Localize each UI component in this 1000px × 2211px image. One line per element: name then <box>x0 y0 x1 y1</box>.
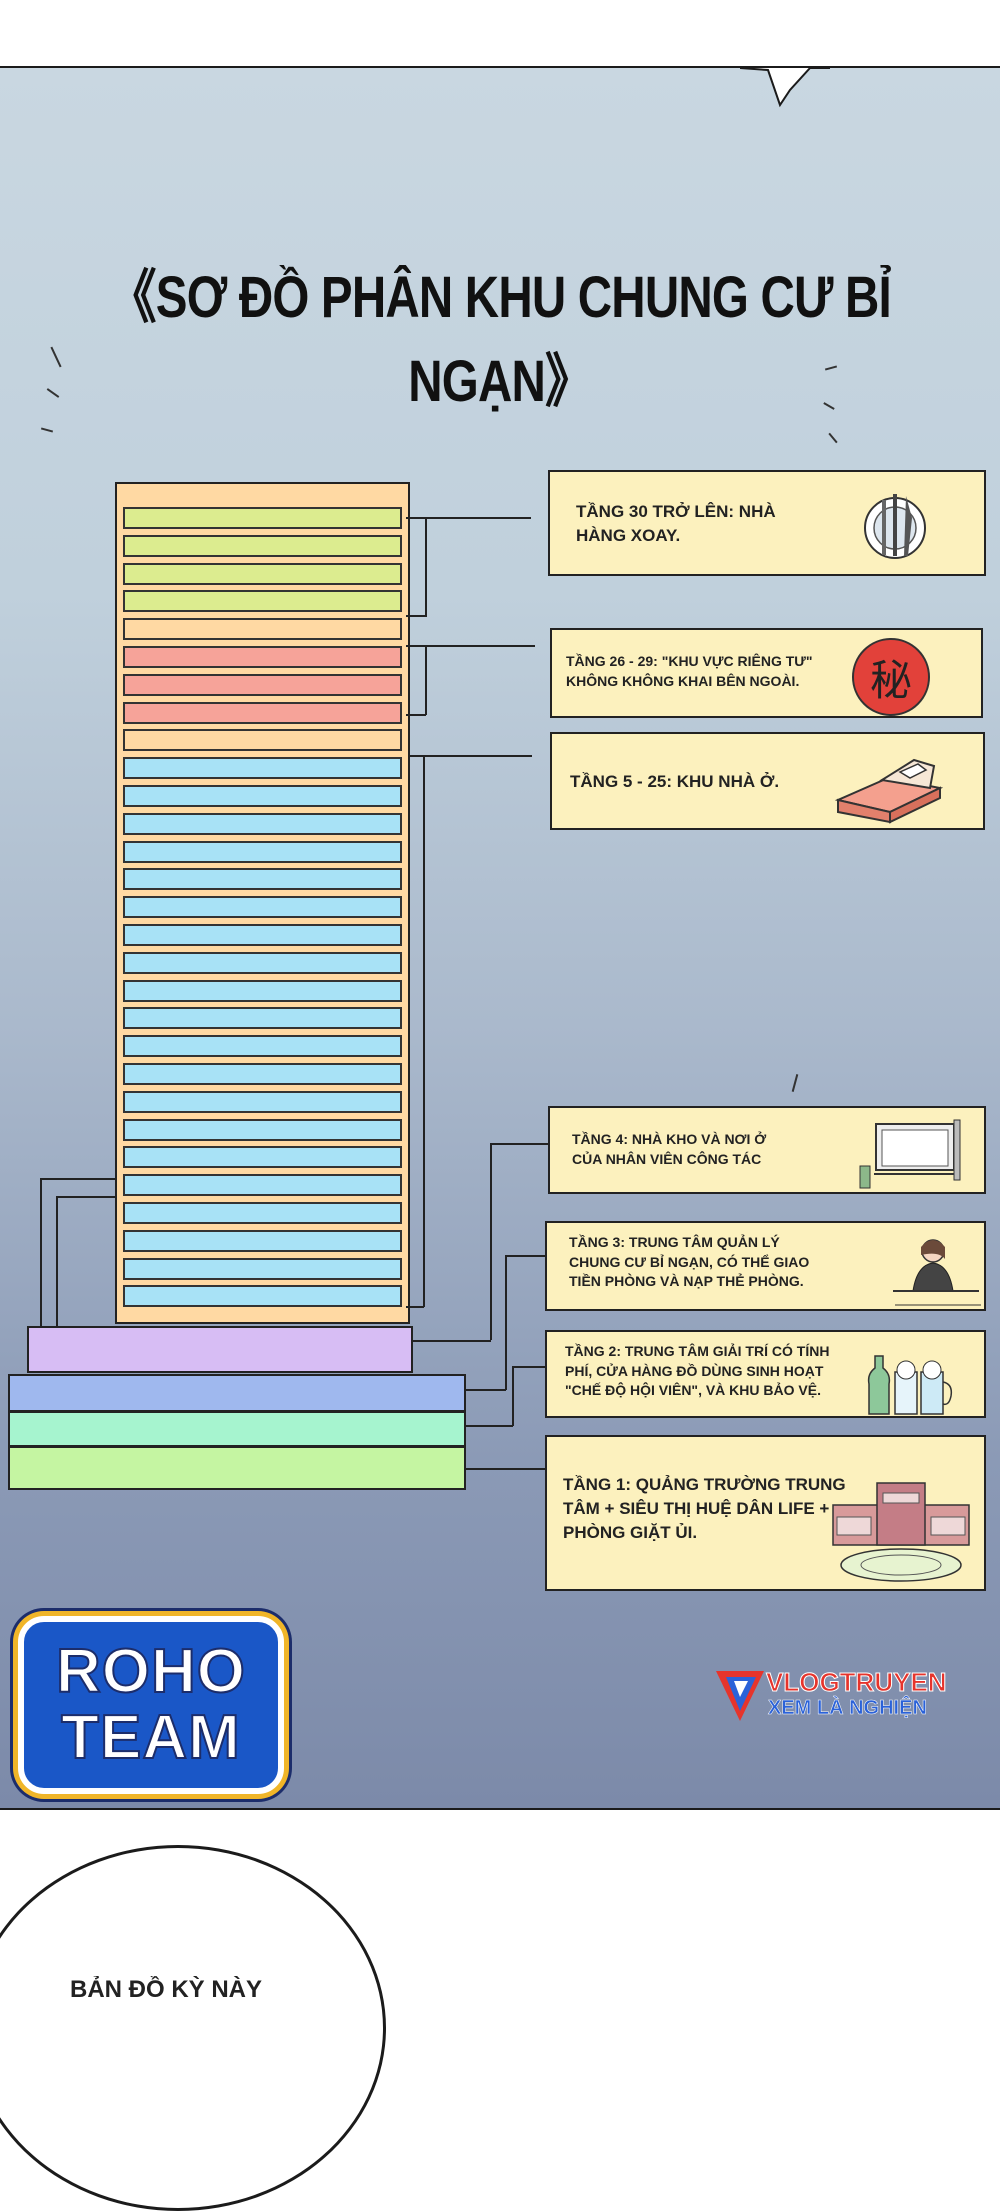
receptionist-icon <box>893 1239 981 1306</box>
secret-seal-icon: 秘 <box>852 638 930 716</box>
speech-bubble <box>0 1845 386 2211</box>
callout-label: TẦNG 5 - 25: KHU NHÀ Ở. <box>570 772 780 791</box>
floor-stripe-residential <box>123 1202 402 1224</box>
diagram-title: 《SƠ ĐỒ PHÂN KHU CHUNG CƯ BỈ NGẠN》 <box>109 265 892 414</box>
torn-edge <box>740 67 830 108</box>
connector-line <box>466 1389 506 1391</box>
floor-stripe-residential <box>123 1174 402 1196</box>
connector-line <box>490 1143 492 1340</box>
floor-stripe-private <box>123 702 402 724</box>
floor-stripe-residential <box>123 1063 402 1085</box>
floor-stripe-residential <box>123 841 402 863</box>
callout-floor-26-29: TẦNG 26 - 29: "KHU VỰC RIÊNG TƯ" KHÔNG K… <box>550 628 983 718</box>
connector-line <box>56 1196 58 1326</box>
floor-stripe-residential <box>123 1007 402 1029</box>
floor-stripe-residential <box>123 896 402 918</box>
tier-floor-1 <box>8 1446 466 1490</box>
floor-stripe-private <box>123 646 402 668</box>
connector-line <box>505 1255 547 1257</box>
floor-stripe-private <box>123 674 402 696</box>
connector-line <box>406 1306 424 1308</box>
floor-stripe-residential <box>123 1035 402 1057</box>
callout-floor-3: TẦNG 3: TRUNG TÂM QUẢN LÝ CHUNG CƯ BỈ NG… <box>545 1221 986 1311</box>
floor-stripe-residential <box>123 924 402 946</box>
floor-stripe-residential <box>123 1119 402 1141</box>
floor-stripe-restaurant <box>123 507 402 529</box>
callout-label: TẦNG 2: TRUNG TÂM GIẢI TRÍ CÓ TÍNH PHÍ, … <box>565 1343 830 1399</box>
callout-floor-2: TẦNG 2: TRUNG TÂM GIẢI TRÍ CÓ TÍNH PHÍ, … <box>545 1330 986 1418</box>
connector-line <box>423 755 425 1307</box>
vlogtruyen-logo-line1: VLOGTRUYEN <box>766 1667 948 1698</box>
floor-stripe-residential <box>123 1146 402 1168</box>
floor-stripe-residential <box>123 757 402 779</box>
floor-stripe-restaurant <box>123 535 402 557</box>
connector-line <box>466 1425 513 1427</box>
vlogtruyen-logo: VLOGTRUYEN XEM LÀ NGHIỆN <box>712 1665 982 1725</box>
connector-line <box>40 1178 42 1326</box>
connector-line <box>425 517 531 519</box>
callout-floor-4: TẦNG 4: NHÀ KHO VÀ NƠI Ở CỦA NHÂN VIÊN C… <box>548 1106 986 1194</box>
connector-line <box>413 1340 491 1342</box>
vlogtruyen-logo-line2: XEM LÀ NGHIỆN <box>768 1697 927 1720</box>
connector-line <box>425 517 427 617</box>
bed-icon <box>834 758 944 824</box>
seal-character: 秘 <box>869 655 912 705</box>
vlogtruyen-emblem-icon <box>716 1671 764 1721</box>
connector-line <box>512 1366 514 1426</box>
tier-floor-4 <box>27 1326 413 1373</box>
callout-floor-30-plus: TẦNG 30 TRỞ LÊN: NHÀ HÀNG XOAY. <box>548 470 986 576</box>
storage-shelf-icon <box>859 1119 961 1189</box>
callout-label: TẦNG 3: TRUNG TÂM QUẢN LÝ CHUNG CƯ BỈ NG… <box>569 1234 810 1290</box>
connector-line <box>406 714 426 716</box>
plate-cutlery-icon <box>864 494 926 559</box>
drinks-icon <box>867 1355 953 1415</box>
floor-stripe-residential <box>123 813 402 835</box>
callout-label: TẦNG 1: QUẢNG TRƯỜNG TRUNG TÂM + SIÊU TH… <box>563 1475 846 1542</box>
plaza-building-icon <box>832 1482 970 1582</box>
roho-logo-line2: TEAM <box>60 1703 241 1772</box>
floor-stripe-residential <box>123 1258 402 1280</box>
floor-stripe-residential <box>123 1230 402 1252</box>
callout-floor-5-25: TẦNG 5 - 25: KHU NHÀ Ở. <box>550 732 985 830</box>
floor-stripe-residential <box>123 868 402 890</box>
floor-stripe-buffer <box>123 618 402 640</box>
callout-label: TẦNG 26 - 29: "KHU VỰC RIÊNG TƯ" KHÔNG K… <box>566 653 813 689</box>
floor-stripe-restaurant <box>123 590 402 612</box>
floor-stripe-residential <box>123 980 402 1002</box>
connector-line <box>505 1255 507 1390</box>
connector-line <box>512 1366 548 1368</box>
callout-label: TẦNG 30 TRỞ LÊN: NHÀ HÀNG XOAY. <box>576 502 776 545</box>
floor-stripe-residential <box>123 952 402 974</box>
floor-stripe-buffer <box>123 729 402 751</box>
floor-stripe-residential <box>123 785 402 807</box>
connector-line <box>466 1468 546 1470</box>
roho-team-logo: ROHO TEAM <box>18 1616 284 1794</box>
floor-stripe-residential <box>123 1285 402 1307</box>
speech-bubble-text: BẢN ĐỒ KỲ NÀY <box>70 1976 263 2000</box>
callout-floor-1: TẦNG 1: QUẢNG TRƯỜNG TRUNG TÂM + SIÊU TH… <box>545 1435 986 1591</box>
floor-stripe-residential <box>123 1091 402 1113</box>
connector-line <box>406 615 426 617</box>
connector-line <box>40 1178 116 1180</box>
connector-line <box>406 517 426 519</box>
tier-floor-2 <box>8 1411 466 1447</box>
connector-line <box>56 1196 116 1198</box>
floor-stripe-restaurant <box>123 563 402 585</box>
roho-logo-line1: ROHO <box>55 1637 246 1706</box>
connector-line <box>490 1143 548 1145</box>
connector-line <box>406 645 426 647</box>
connector-line <box>408 755 532 757</box>
tier-floor-3 <box>8 1374 466 1412</box>
connector-line <box>425 645 427 715</box>
connector-line <box>425 645 535 647</box>
callout-label: TẦNG 4: NHÀ KHO VÀ NƠI Ở CỦA NHÂN VIÊN C… <box>572 1131 767 1167</box>
